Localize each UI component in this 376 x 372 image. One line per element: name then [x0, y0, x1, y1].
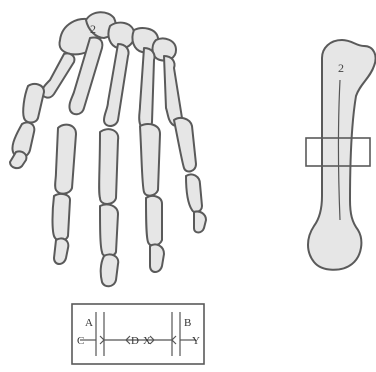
- label-b: B: [184, 317, 191, 329]
- thumb-phalanges: [10, 84, 44, 168]
- label-d: D: [131, 335, 139, 347]
- hand-skeleton: 2: [10, 12, 206, 286]
- metacarpal-detail-figure: 2: [306, 40, 376, 270]
- label-c: C: [77, 335, 84, 347]
- label-a: A: [85, 317, 93, 329]
- digit-marker-label: 2: [90, 22, 96, 36]
- index-finger-phalanges: [53, 125, 77, 264]
- metacarpal-3: [104, 44, 129, 126]
- little-finger-phalanges: [174, 118, 206, 233]
- bone-marker-label: 2: [338, 61, 344, 75]
- label-x: X: [143, 335, 151, 347]
- measurement-key-frame: [72, 304, 204, 364]
- metacarpal-4: [139, 48, 154, 128]
- middle-finger-phalanges: [99, 129, 118, 286]
- measurement-key: A B C D X Y: [72, 304, 204, 364]
- metacarpal-5: [164, 56, 182, 126]
- metacarpal-1: [42, 53, 74, 97]
- label-y: Y: [192, 335, 200, 347]
- ring-finger-phalanges: [140, 124, 164, 272]
